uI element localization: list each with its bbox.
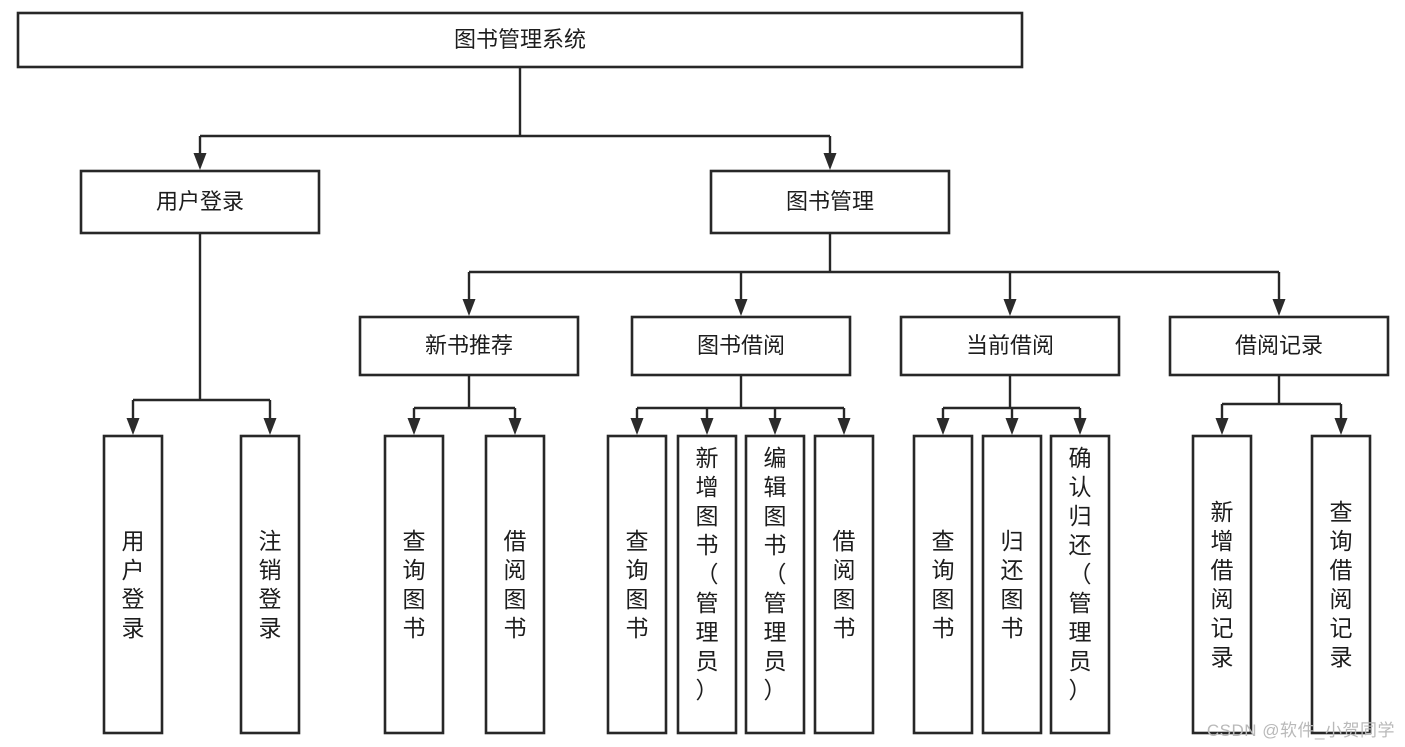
node-leaf-borrow-book[interactable]: 借阅图书	[813, 434, 875, 735]
node-borrow-records[interactable]: 借阅记录	[1168, 315, 1390, 377]
node-leaf-return-book[interactable]: 归还图书	[981, 434, 1043, 735]
node-box-leaf-logout-login	[239, 434, 301, 735]
node-label-leaf-borrow-book: 借阅图书	[833, 528, 856, 641]
arrow-head-leaf-borrow-book-recommend	[508, 418, 522, 435]
node-label-borrow-records: 借阅记录	[1235, 333, 1323, 358]
node-label-leaf-query-borrow-record: 查询借阅记录	[1330, 499, 1353, 670]
node-box-user-login	[79, 169, 321, 235]
node-label-leaf-return-book: 归还图书	[1001, 528, 1024, 641]
node-label-leaf-query-book-current: 查询图书	[932, 528, 955, 641]
node-label-leaf-user-login: 用户登录	[122, 528, 145, 641]
arrow-head-leaf-query-book-current	[936, 418, 950, 435]
node-box-leaf-query-book-borrow	[606, 434, 668, 735]
arrow-head-leaf-query-borrow-record	[1334, 418, 1348, 435]
node-label-user-login: 用户登录	[156, 189, 244, 214]
node-user-login[interactable]: 用户登录	[79, 169, 321, 235]
arrow-head-new-book-recommend	[462, 299, 476, 316]
node-box-book-borrow	[630, 315, 852, 377]
node-leaf-query-borrow-record[interactable]: 查询借阅记录	[1310, 434, 1372, 735]
node-box-new-book-recommend	[358, 315, 580, 377]
connector-layer	[126, 67, 1348, 435]
node-label-leaf-query-book-recommend: 查询图书	[403, 528, 426, 641]
node-label-root: 图书管理系统	[454, 27, 586, 52]
arrow-head-current-borrow	[1003, 299, 1017, 316]
arrow-head-leaf-query-book-borrow	[630, 418, 644, 435]
node-label-book-management: 图书管理	[786, 189, 874, 214]
node-book-borrow[interactable]: 图书借阅	[630, 315, 852, 377]
node-box-leaf-borrow-book	[813, 434, 875, 735]
node-layer: 图书管理系统用户登录图书管理新书推荐图书借阅当前借阅借阅记录用户登录注销登录查询…	[16, 11, 1390, 735]
node-leaf-borrow-book-recommend[interactable]: 借阅图书	[484, 434, 546, 735]
arrow-head-leaf-add-book-admin	[700, 418, 714, 435]
node-root[interactable]: 图书管理系统	[16, 11, 1024, 69]
node-current-borrow[interactable]: 当前借阅	[899, 315, 1121, 377]
arrow-head-leaf-borrow-book	[837, 418, 851, 435]
node-label-leaf-edit-book-admin: 编辑图书（管理员）	[764, 445, 787, 703]
node-box-leaf-query-book-recommend	[383, 434, 445, 735]
node-book-management[interactable]: 图书管理	[709, 169, 951, 235]
arrow-head-leaf-user-login	[126, 418, 140, 435]
node-box-leaf-return-book	[981, 434, 1043, 735]
node-label-leaf-add-borrow-record: 新增借阅记录	[1211, 499, 1234, 670]
node-box-current-borrow	[899, 315, 1121, 377]
csdn-watermark: CSDN @软件_小贺同学	[1206, 721, 1395, 740]
node-label-leaf-add-book-admin: 新增图书（管理员）	[696, 445, 719, 703]
node-label-leaf-query-book-borrow: 查询图书	[626, 528, 649, 641]
node-box-borrow-records	[1168, 315, 1390, 377]
node-box-leaf-query-book-current	[912, 434, 974, 735]
node-label-book-borrow: 图书借阅	[697, 333, 785, 358]
node-box-leaf-query-borrow-record	[1310, 434, 1372, 735]
node-box-leaf-add-book-admin	[676, 434, 738, 735]
arrow-head-user-login	[193, 153, 207, 170]
arrow-head-leaf-add-borrow-record	[1215, 418, 1229, 435]
node-label-new-book-recommend: 新书推荐	[425, 333, 513, 358]
node-label-leaf-borrow-book-recommend: 借阅图书	[504, 528, 527, 641]
node-box-leaf-confirm-return-admin	[1049, 434, 1111, 735]
node-leaf-edit-book-admin[interactable]: 编辑图书（管理员）	[744, 434, 806, 735]
arrow-head-leaf-query-book-recommend	[407, 418, 421, 435]
node-leaf-add-book-admin[interactable]: 新增图书（管理员）	[676, 434, 738, 735]
node-label-current-borrow: 当前借阅	[966, 333, 1054, 358]
arrow-head-leaf-edit-book-admin	[768, 418, 782, 435]
arrow-head-leaf-logout-login	[263, 418, 277, 435]
arrow-head-leaf-confirm-return-admin	[1073, 418, 1087, 435]
node-leaf-query-book-current[interactable]: 查询图书	[912, 434, 974, 735]
node-leaf-user-login[interactable]: 用户登录	[102, 434, 164, 735]
node-leaf-confirm-return-admin[interactable]: 确认归还（管理员）	[1049, 434, 1111, 735]
node-leaf-add-borrow-record[interactable]: 新增借阅记录	[1191, 434, 1253, 735]
node-leaf-query-book-borrow[interactable]: 查询图书	[606, 434, 668, 735]
arrow-head-borrow-records	[1272, 299, 1286, 316]
node-box-book-management	[709, 169, 951, 235]
node-new-book-recommend[interactable]: 新书推荐	[358, 315, 580, 377]
node-leaf-logout-login[interactable]: 注销登录	[239, 434, 301, 735]
node-box-leaf-edit-book-admin	[744, 434, 806, 735]
node-leaf-query-book-recommend[interactable]: 查询图书	[383, 434, 445, 735]
node-label-leaf-logout-login: 注销登录	[259, 528, 282, 641]
arrow-head-book-borrow	[734, 299, 748, 316]
node-box-leaf-borrow-book-recommend	[484, 434, 546, 735]
node-box-root	[16, 11, 1024, 69]
arrow-head-book-management	[823, 153, 837, 170]
node-label-leaf-confirm-return-admin: 确认归还（管理员）	[1069, 445, 1092, 703]
node-box-leaf-user-login	[102, 434, 164, 735]
arrow-head-leaf-return-book	[1005, 418, 1019, 435]
node-box-leaf-add-borrow-record	[1191, 434, 1253, 735]
